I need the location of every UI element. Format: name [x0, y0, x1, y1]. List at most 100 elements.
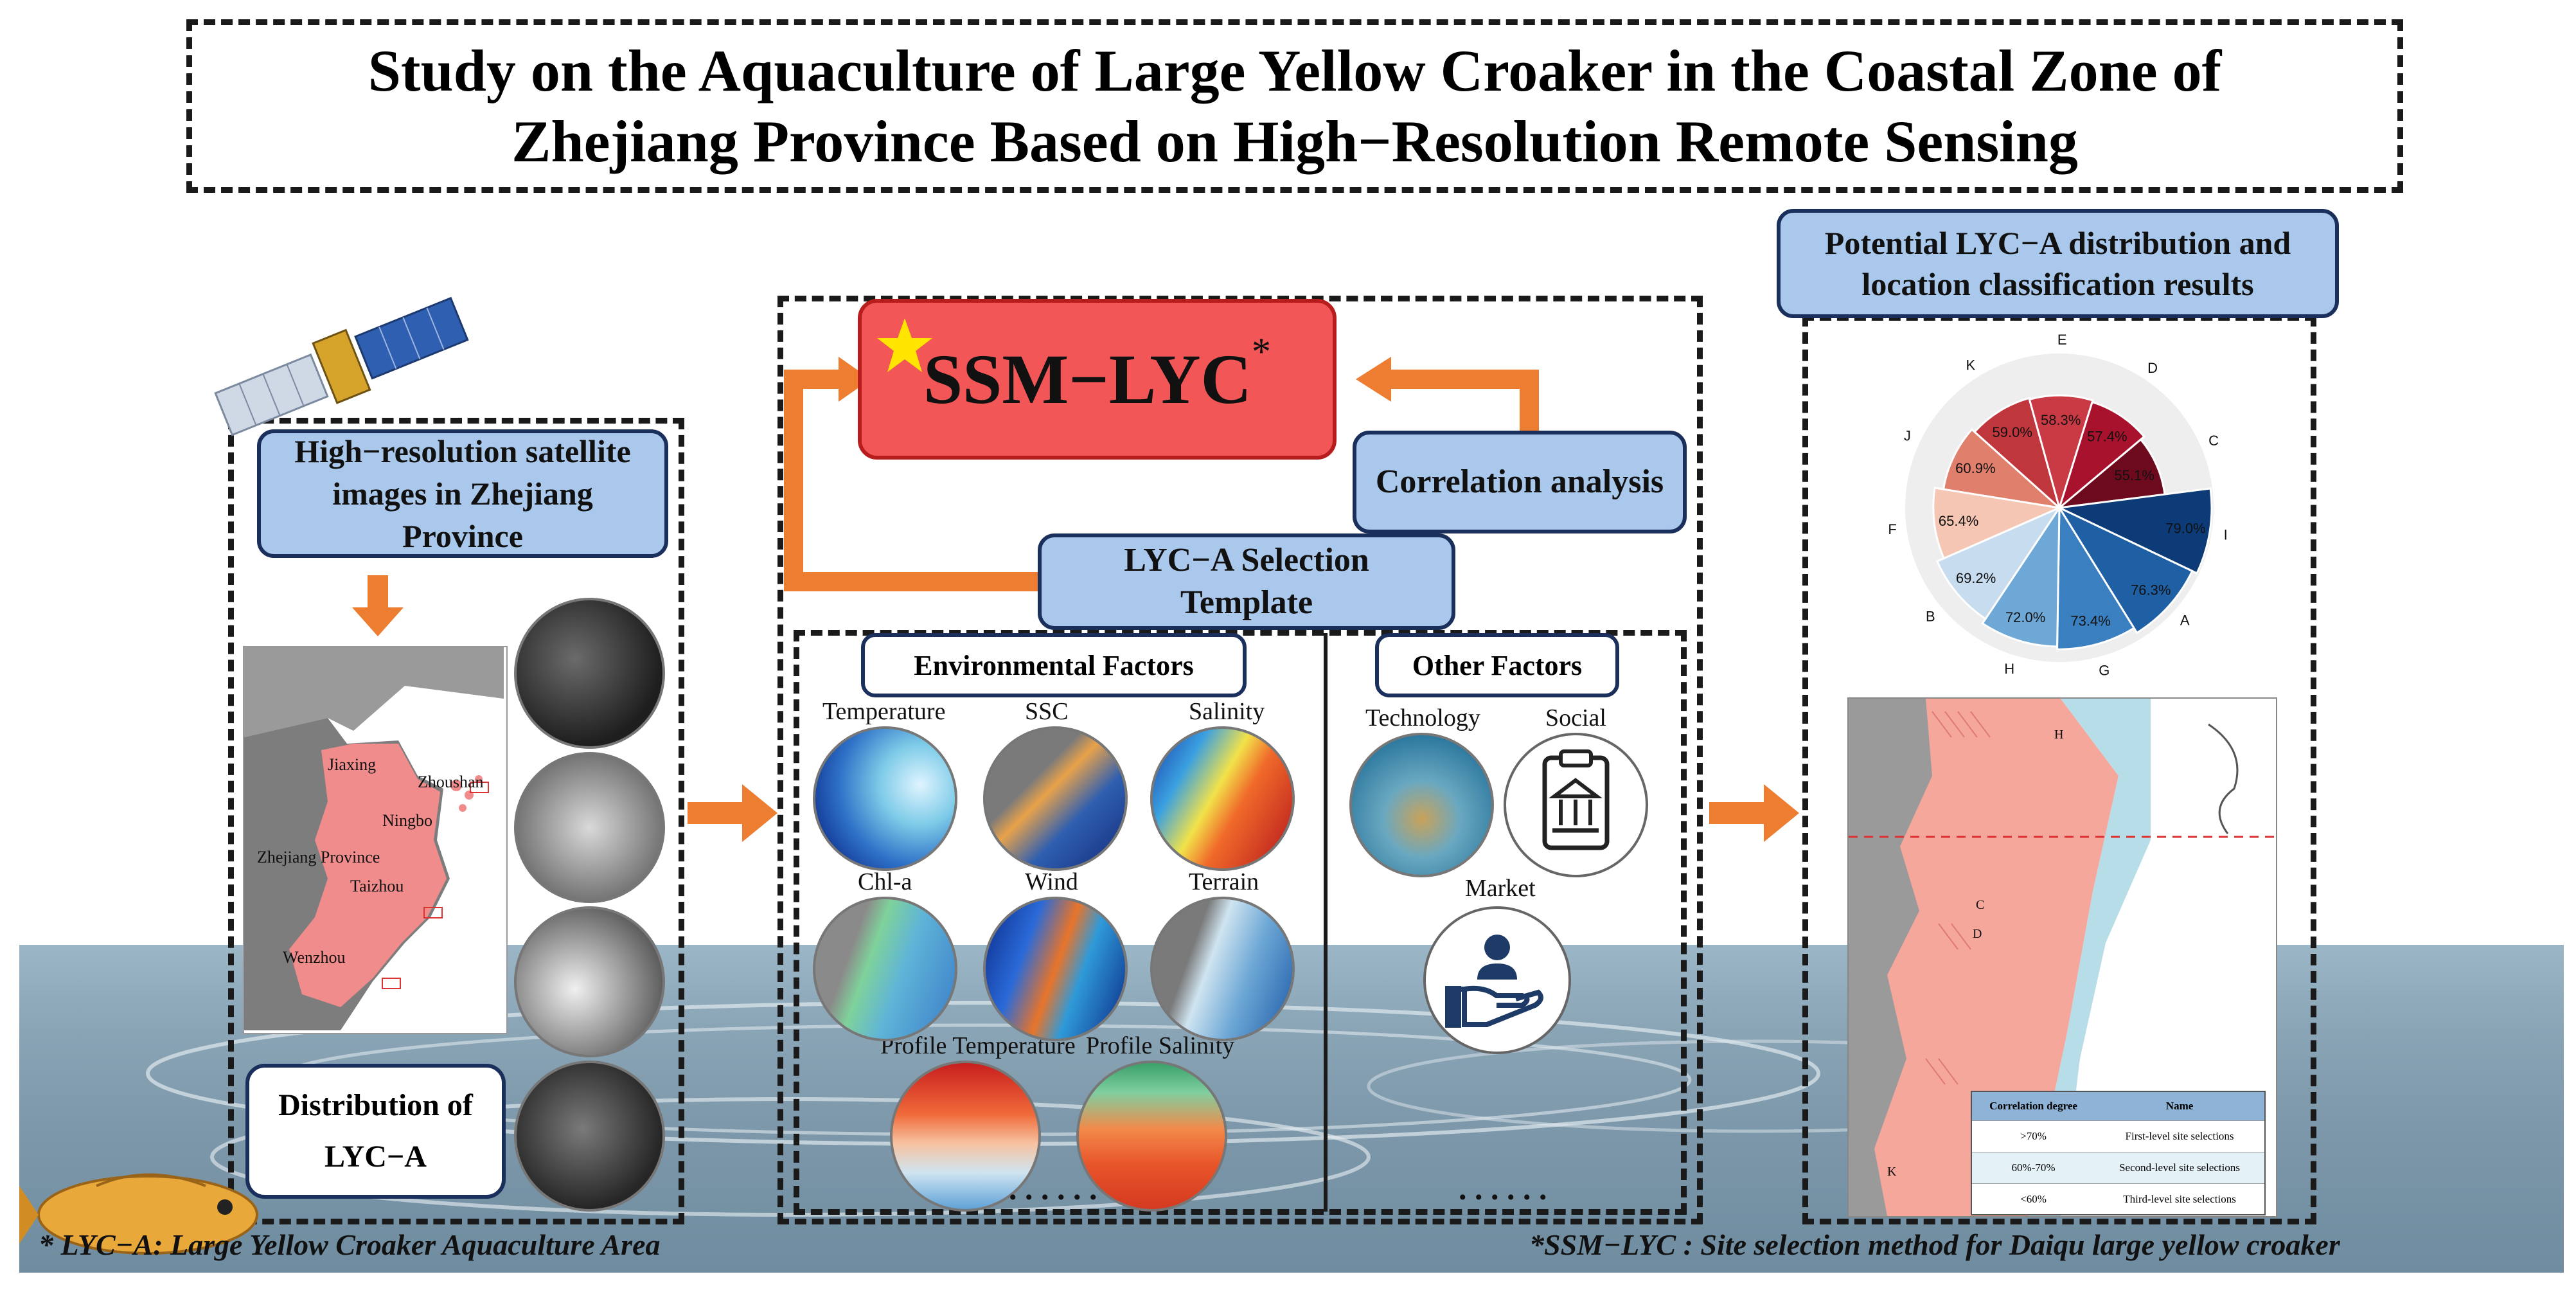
ssc-map	[983, 726, 1128, 871]
pie-slice-k	[1973, 397, 2061, 511]
temperature-map	[813, 726, 957, 871]
city-jiaxing: Jiaxing	[328, 755, 377, 774]
pie-slice-c	[2056, 438, 2166, 510]
pie-value-label-c: 55.1%	[2114, 467, 2154, 483]
distribution-label: Distribution of LYC−A	[245, 1064, 506, 1199]
arrow-center-to-right-icon	[1709, 784, 1799, 842]
market-icon	[1423, 906, 1571, 1054]
arrow-left-to-center-icon	[688, 784, 777, 842]
factor-label-wind: Wind	[1025, 868, 1078, 895]
legend-header-name: Name	[2165, 1100, 2194, 1112]
classification-map: H C D K Correlation degree Name >70% Fir…	[1847, 697, 2277, 1217]
pie-slice-e	[2028, 394, 2094, 512]
ssm-lyc-box: SSM−LYC *	[858, 299, 1337, 460]
profile-temperature-chart	[890, 1061, 1041, 1212]
map-label-c: C	[1976, 898, 1985, 912]
distribution-line-1: Distribution of	[278, 1088, 473, 1122]
footnote-lyc-a: * LYC−A: Large Yellow Croaker Aquacultur…	[39, 1228, 661, 1261]
factor-label-salinity: Salinity	[1189, 698, 1265, 725]
factor-label-chl-a: Chl-a	[858, 868, 912, 895]
title-line-1: Study on the Aquaculture of Large Yellow…	[368, 38, 2222, 103]
feedback-arrows-icon	[784, 357, 1539, 591]
city-wenzhou: Wenzhou	[283, 948, 346, 967]
pie-value-label-a: 76.3%	[2131, 582, 2171, 598]
terrain-map	[1150, 897, 1295, 1041]
satellite-detail-image-1	[514, 598, 665, 749]
city-taizhou: Taizhou	[350, 877, 404, 895]
factor-label-technology: Technology	[1365, 704, 1480, 731]
legend-degree-2: 60%-70%	[2011, 1161, 2056, 1174]
other-factors-ellipsis: . . . . . .	[1459, 1170, 1547, 1206]
pie-value-label-h: 72.0%	[2005, 609, 2045, 625]
title-line-2: Zhejiang Province Based on High−Resoluti…	[511, 109, 2078, 174]
satellite-images-label: High−resolution satellite images in Zhej…	[257, 429, 668, 558]
pie-category-label-e: E	[2057, 332, 2067, 348]
factor-label-ssc: SSC	[1025, 698, 1069, 725]
social-icon	[1504, 733, 1648, 877]
map-label-h: H	[2054, 728, 2064, 742]
pie-value-label-i: 79.0%	[2165, 520, 2205, 536]
map-label-k: K	[1887, 1165, 1897, 1179]
pie-category-label-d: D	[2147, 360, 2158, 376]
left-panel	[228, 418, 684, 1224]
chl-a-map	[813, 897, 957, 1041]
factors-box	[794, 630, 1687, 1215]
pie-value-label-e: 58.3%	[2041, 412, 2081, 428]
pie-slice-b	[1935, 505, 2063, 620]
pie-category-label-c: C	[2208, 433, 2219, 449]
star-icon	[877, 318, 932, 372]
satellite-detail-image-2	[514, 752, 665, 903]
legend-name-2: Second-level site selections	[2119, 1161, 2240, 1174]
factor-label-terrain: Terrain	[1189, 868, 1259, 895]
factors-divider	[1324, 633, 1328, 1212]
pie-slice-j	[1942, 428, 2063, 510]
legend-table: Correlation degree Name >70% First-level…	[1971, 1091, 2266, 1215]
pie-chart: 55.1%C79.0%I76.3%A73.4%G72.0%H69.2%B65.4…	[1888, 332, 2228, 678]
title-box: Study on the Aquaculture of Large Yellow…	[186, 19, 2403, 193]
pie-value-label-d: 57.4%	[2087, 428, 2127, 444]
legend-name-3: Third-level site selections	[2123, 1193, 2236, 1205]
ssm-lyc-asterisk: *	[1252, 330, 1271, 373]
city-zhejiang-province: Zhejiang Province	[257, 848, 380, 866]
ssm-lyc-title: SSM−LYC	[923, 339, 1252, 418]
legend-degree-3: <60%	[2020, 1193, 2047, 1205]
satellite-icon	[214, 296, 469, 436]
env-factors-ellipsis: . . . . . .	[1009, 1170, 1097, 1206]
pie-category-label-a: A	[2180, 613, 2190, 629]
pie-slice-d	[2057, 400, 2146, 511]
pie-slice-g	[2056, 504, 2136, 650]
footnote-ssm-lyc: *SSM−LYC : Site selection method for Dai…	[1529, 1228, 2340, 1261]
pie-category-label-i: I	[2224, 526, 2228, 542]
factor-label-social: Social	[1545, 704, 1606, 731]
legend-degree-1: >70%	[2020, 1130, 2047, 1142]
map-label-d: D	[1973, 927, 1982, 941]
pie-category-label-b: B	[1926, 608, 1935, 624]
factor-label-market: Market	[1465, 875, 1536, 902]
zhejiang-map: Jiaxing Zhoushan Ningbo Zhejiang Provinc…	[243, 646, 508, 1034]
pie-category-label-h: H	[2004, 661, 2014, 677]
wind-map	[983, 897, 1128, 1041]
environmental-factors-header: Environmental Factors	[861, 633, 1247, 697]
pie-slice-a	[2057, 505, 2194, 634]
profile-salinity-chart	[1076, 1061, 1227, 1212]
pie-slice-h	[1981, 504, 2061, 648]
city-ningbo: Ningbo	[382, 811, 432, 830]
pie-category-label-f: F	[1888, 521, 1896, 537]
pie-value-label-k: 59.0%	[1993, 424, 2032, 440]
pie-value-label-j: 60.9%	[1955, 460, 1995, 476]
pie-slice-f	[1932, 487, 2063, 560]
satellite-detail-image-4	[514, 1061, 665, 1212]
pie-category-label-k: K	[1966, 357, 1976, 373]
pie-value-label-b: 69.2%	[1956, 570, 1996, 586]
salinity-map	[1150, 726, 1295, 871]
results-label: Potential LYC−A distribution and locatio…	[1777, 209, 2339, 318]
other-factors-header: Other Factors	[1375, 633, 1619, 697]
correlation-analysis-label: Correlation analysis	[1353, 431, 1687, 533]
pie-category-label-j: J	[1904, 427, 1911, 443]
selection-template-label: LYC−A Selection Template	[1038, 533, 1455, 630]
pie-value-label-f: 65.4%	[1939, 513, 1978, 529]
yellow-croaker-fish-icon	[19, 1173, 258, 1255]
pie-value-label-g: 73.4%	[2070, 613, 2110, 629]
factor-label-temperature: Temperature	[822, 698, 946, 725]
legend-header-degree: Correlation degree	[1989, 1100, 2077, 1112]
